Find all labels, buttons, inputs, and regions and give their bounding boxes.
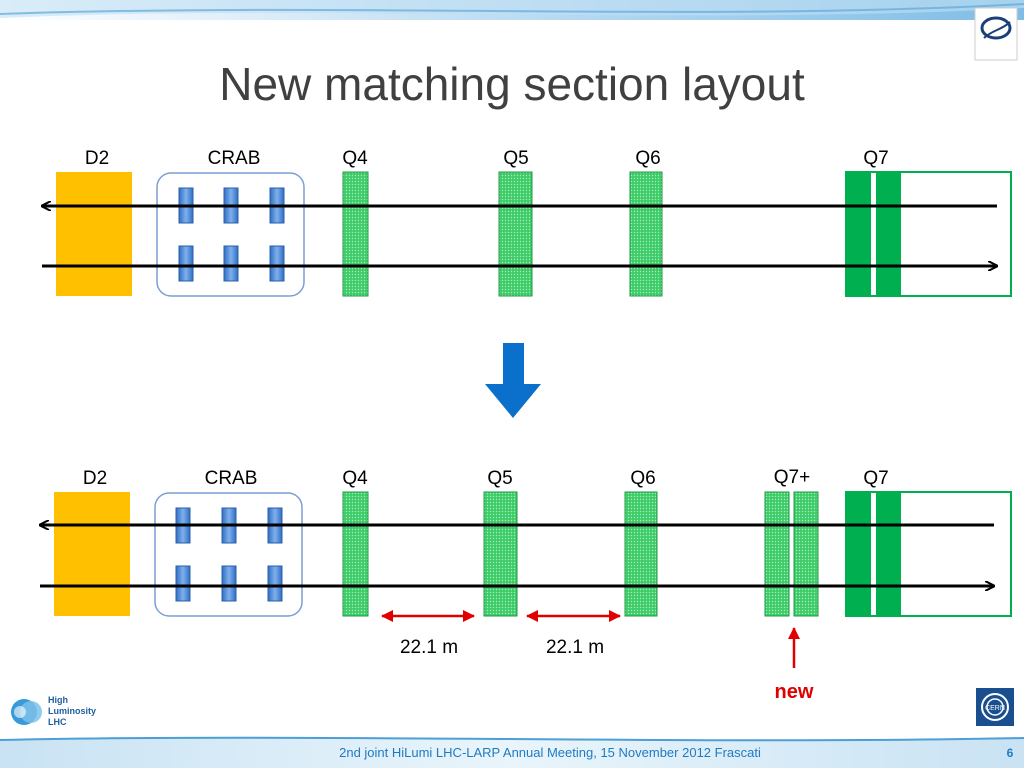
footer-band	[0, 736, 1024, 768]
crab-cavity	[175, 565, 191, 602]
crab-cavity	[221, 565, 237, 602]
label-q7-plus: Q7+	[774, 467, 810, 488]
label-q6: Q6	[635, 148, 660, 169]
q7-quadrupole	[876, 492, 901, 616]
label-crab: CRAB	[208, 148, 261, 169]
label-q6: Q6	[630, 468, 655, 489]
q7-outline	[845, 171, 1012, 297]
label-q4: Q4	[342, 148, 368, 169]
q4-quadrupole	[342, 171, 369, 297]
page-number: 6	[1007, 746, 1014, 760]
label-q5: Q5	[503, 148, 528, 169]
d2-magnet	[54, 492, 130, 616]
q7-plus-quadrupole	[793, 491, 819, 617]
bottom-layout: D2 CRAB Q4 Q5 Q6 Q7+ Q7 22.1 m 22.1 m ne…	[40, 467, 1012, 703]
label-q5: Q5	[487, 468, 512, 489]
q4-quadrupole	[342, 491, 369, 617]
footer-text: 2nd joint HiLumi LHC-LARP Annual Meeting…	[339, 745, 761, 760]
distance-label: 22.1 m	[400, 637, 458, 658]
q5-quadrupole	[498, 171, 533, 297]
slide-title: New matching section layout	[219, 58, 805, 110]
hilumi-text-line1: High	[48, 695, 68, 705]
top-right-logo	[974, 7, 1018, 61]
label-q7: Q7	[863, 148, 888, 169]
hilumi-text-line3: LHC	[48, 717, 67, 727]
label-crab: CRAB	[205, 468, 258, 489]
header-decoration	[0, 0, 1024, 20]
down-arrow-icon	[485, 343, 541, 418]
q5-quadrupole	[483, 491, 518, 617]
q7-quadrupole	[846, 492, 871, 616]
label-d2: D2	[83, 468, 107, 489]
hilumi-logo: High Luminosity LHC	[11, 695, 96, 727]
label-d2: D2	[85, 148, 109, 169]
distance-label: 22.1 m	[546, 637, 604, 658]
label-q4: Q4	[342, 468, 368, 489]
new-label: new	[775, 681, 814, 703]
q7-outline	[845, 491, 1012, 617]
d2-magnet	[56, 172, 132, 296]
label-q7: Q7	[863, 468, 888, 489]
top-layout: D2 CRAB Q4 Q5 Q6 Q7	[42, 148, 1012, 297]
q7-plus-quadrupole	[764, 491, 790, 617]
q6-quadrupole	[629, 171, 663, 297]
q7-quadrupole	[876, 172, 901, 296]
q6-quadrupole	[624, 491, 658, 617]
cern-logo: CERN	[976, 688, 1014, 726]
crab-cavity	[223, 245, 239, 282]
q7-quadrupole	[846, 172, 871, 296]
hilumi-text-line2: Luminosity	[48, 706, 96, 716]
crab-cavity	[178, 245, 194, 282]
crab-cavity	[269, 245, 285, 282]
crab-cavity	[267, 565, 283, 602]
cern-logo-text: CERN	[985, 705, 1005, 712]
